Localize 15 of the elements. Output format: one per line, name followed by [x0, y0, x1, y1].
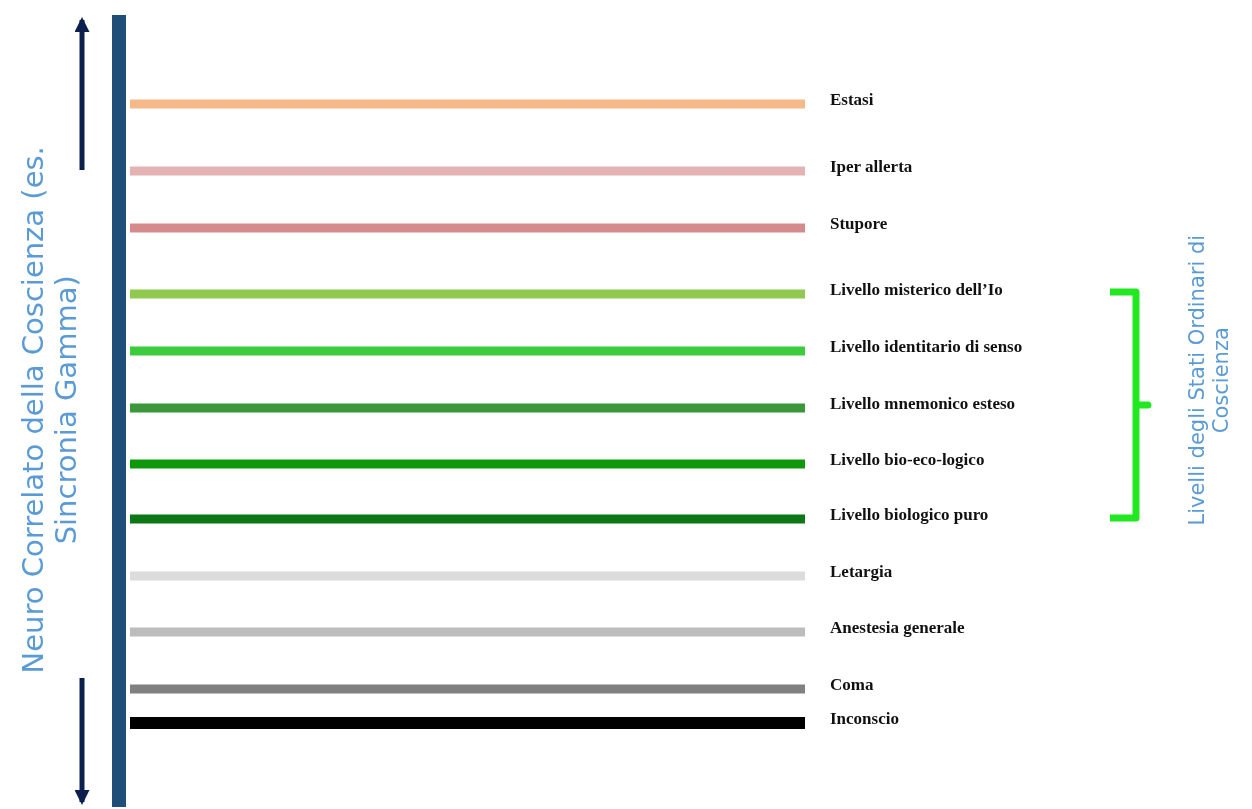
scale-bar — [112, 15, 126, 807]
level-label: Letargia — [830, 562, 893, 582]
level-label: Livello identitario di senso — [830, 337, 1023, 357]
level-label: Inconscio — [830, 709, 899, 729]
bracket-label: Livelli degli Stati Ordinari di Coscienza — [1184, 233, 1234, 528]
level-label: Livello misterico dell’Io — [830, 280, 1003, 300]
level-label: Iper allerta — [830, 157, 913, 177]
level-label: Stupore — [830, 214, 888, 234]
level-label: Livello bio-eco-logico — [830, 450, 985, 470]
level-label: Livello mnemonico esteso — [830, 394, 1016, 414]
axis-title: Neuro Correlato della Coscienza (es. Sincronia Gamma) — [17, 145, 85, 676]
level-label: Livello biologico puro — [830, 505, 989, 525]
level-label: Coma — [830, 675, 874, 695]
level-label: Anestesia generale — [830, 618, 965, 638]
level-label: Estasi — [830, 90, 874, 110]
